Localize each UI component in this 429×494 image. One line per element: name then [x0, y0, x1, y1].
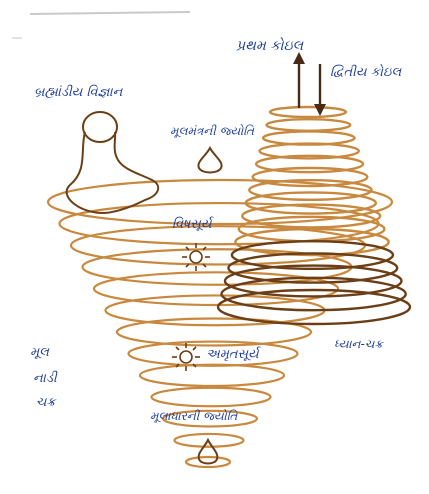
bulb-shape — [67, 112, 159, 213]
cone-ring — [140, 365, 284, 386]
tower-ring — [267, 119, 351, 131]
cone-ring — [186, 457, 230, 467]
scan-mark — [30, 12, 190, 14]
tower-spiral — [218, 107, 410, 324]
label-secondary-coil: દ્વિતીય કોઇલ — [330, 64, 402, 80]
label-cosmic-science: બ્રહ્માંડીય વિજ્ઞાન — [34, 84, 124, 100]
label-poison-sun: વિષસૂર્ય — [172, 216, 214, 232]
cone-ring — [152, 388, 271, 407]
label-nadi: નાડી — [33, 370, 58, 386]
label-muladhara-light: મૂલાધારની જ્યોતિ — [150, 409, 238, 423]
flame-drop-icon — [199, 440, 218, 464]
label-chakra: ચક્ર — [36, 395, 57, 410]
sun-icon — [172, 343, 200, 371]
tower-ring — [270, 107, 346, 117]
sun-icon — [182, 243, 210, 271]
label-root-chakra-light: મૂલમંત્રની જ્યોતિ — [170, 124, 255, 138]
tower-ring — [218, 290, 410, 324]
flame-drop-icon — [198, 148, 221, 173]
label-nectar-sun: અમૃતસૂર્ય — [206, 346, 262, 362]
arrow-up-icon — [293, 52, 305, 108]
label-primary-coil: પ્રથમ કોઇલ — [236, 37, 305, 54]
label-dhyana-chakra: ધ્યાન-ચક્ર — [334, 337, 384, 351]
label-mool: મૂલ — [30, 345, 50, 360]
